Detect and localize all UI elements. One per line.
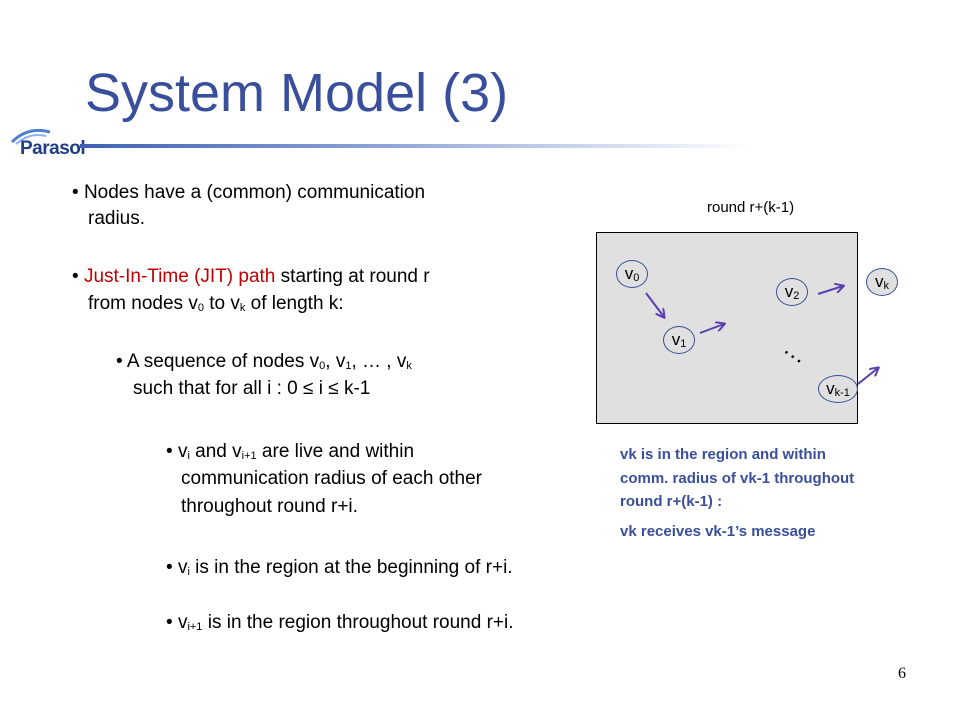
- parasol-logo: Parasol: [6, 124, 86, 164]
- note-line-1: vk is in the region and within: [620, 446, 826, 463]
- sub-i-plus-1: i+1: [241, 450, 257, 462]
- bullet-2-line-2: from nodes v0 to vk of length k:: [88, 293, 344, 319]
- note-line-4: vk receives vk-1’s message: [620, 523, 816, 540]
- node-v1-sub: 1: [680, 338, 687, 350]
- node-vk: vk: [866, 268, 898, 296]
- node-vk-label: v: [875, 272, 884, 291]
- sub-i-plus-1: i+1: [187, 621, 203, 633]
- bullet-3-line-1: • A sequence of nodes v0, v1, … , vk: [116, 351, 412, 372]
- logo-swoosh-icon: [10, 128, 51, 145]
- title-rule: [80, 144, 752, 148]
- text-sep-1: , v: [325, 351, 346, 372]
- text-sequence: A sequence of nodes v: [126, 351, 320, 372]
- arrow-v1-out: [699, 324, 724, 334]
- arrow-vk1-vk: [857, 368, 878, 385]
- sub-1: 1: [345, 360, 352, 372]
- bullet-4-line-1: • vi and vi+1 are live and within: [166, 441, 415, 462]
- text-and-v: and v: [189, 441, 242, 462]
- bullet-2-line-1: • Just-In-Time (JIT) path starting at ro…: [72, 266, 430, 287]
- node-vk-minus-1: vk-1: [818, 375, 858, 403]
- logo-text: Parasol: [20, 138, 86, 159]
- node-vk-sub: k: [883, 280, 890, 292]
- arrow-v0-v1: [645, 292, 664, 317]
- text-from-nodes: from nodes v: [88, 293, 198, 314]
- bullet-4-line-2: communication radius of each other: [181, 468, 482, 489]
- page-number: 6: [898, 665, 906, 682]
- text-v: v: [177, 441, 188, 462]
- bullet-1-line-2: radius.: [88, 208, 146, 229]
- node-v0-sub: 0: [633, 272, 640, 284]
- bullet-1-line-1: • Nodes have a (common) communication: [72, 182, 426, 203]
- text-to: to v: [203, 293, 240, 314]
- bullet-1-text: Nodes have a (common) communication: [83, 182, 426, 203]
- sub-0: 0: [319, 360, 326, 372]
- bullet-5: • vi is in the region at the beginning o…: [166, 557, 513, 578]
- bullet-3-line-2: such that for all i : 0 ≤ i ≤ k-1: [133, 378, 371, 399]
- node-vk-minus-1-sub: k-1: [834, 387, 850, 399]
- sub-0: 0: [197, 302, 204, 314]
- text-of-length: of length k:: [245, 293, 344, 314]
- sub-i: i: [187, 566, 190, 578]
- text-region-beginning: is in the region at the beginning of r+i…: [189, 557, 513, 578]
- text-v: v: [177, 557, 188, 578]
- arrow-v2-out: [817, 286, 843, 295]
- node-v0: v0: [616, 260, 648, 288]
- bullet-2-rest: starting at round r: [275, 266, 430, 287]
- jit-path-term: Just-In-Time (JIT) path: [83, 266, 276, 287]
- node-v2-label: v: [784, 282, 794, 301]
- bullet-6: • vi+1 is in the region throughout round…: [166, 612, 514, 633]
- note-line-2: comm. radius of vk-1 throughout: [620, 470, 855, 487]
- node-v1: v1: [663, 326, 695, 354]
- round-label: round r+(k-1): [707, 199, 795, 216]
- sub-k: k: [239, 302, 246, 314]
- slide-title: System Model (3): [85, 63, 509, 123]
- text-live: are live and within: [256, 441, 415, 462]
- node-v0-label: v: [624, 264, 634, 283]
- note-line-3: round r+(k-1) :: [620, 493, 723, 510]
- text-region-throughout: is in the region throughout round r+i.: [202, 612, 514, 633]
- sub-i: i: [187, 450, 190, 462]
- text-v: v: [177, 612, 188, 633]
- sub-k: k: [406, 360, 412, 372]
- bullet-4-line-3: throughout round r+i.: [181, 496, 358, 517]
- node-vk-minus-1-label: v: [826, 379, 835, 398]
- text-sep-2: , … , v: [351, 351, 407, 372]
- node-v2: v2: [776, 278, 808, 306]
- node-v2-sub: 2: [793, 290, 800, 302]
- node-v1-label: v: [671, 330, 681, 349]
